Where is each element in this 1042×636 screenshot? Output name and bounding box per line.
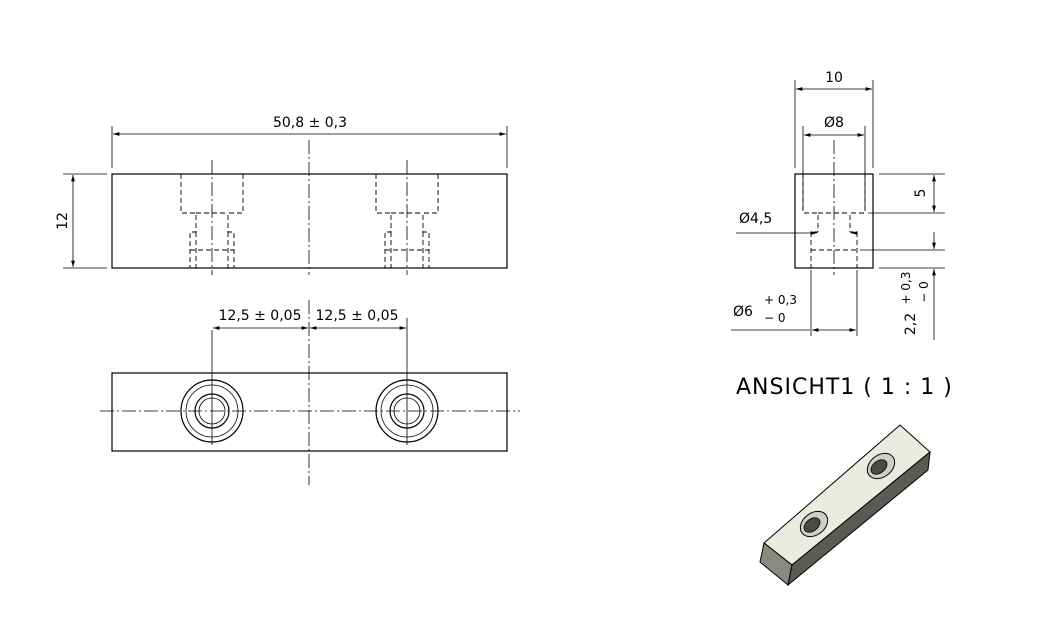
isometric-part-view <box>759 424 931 587</box>
dim-through-diameter-label: Ø4,5 <box>739 211 772 227</box>
dim-bottom-bore-depth: 2,2 + 0,3 − 0 <box>860 232 945 340</box>
counterbore-hole-left <box>180 330 244 445</box>
front-view: 50,8 ± 0,3 12 <box>55 115 508 275</box>
dim-bottom-bore-tol-lower: − 0 <box>764 311 786 325</box>
dim-bottom-depth-tol-upper: + 0,3 <box>899 272 913 305</box>
dim-bottom-depth-tol-lower: − 0 <box>917 281 931 303</box>
dim-hole-spacing: 12,5 ± 0,05 12,5 ± 0,05 <box>213 308 406 330</box>
part-top-face <box>763 424 931 566</box>
top-view-outline <box>111 372 508 452</box>
dim-bottom-bore-tol-upper: + 0,3 <box>764 293 797 307</box>
top-view: 12,5 ± 0,05 12,5 ± 0,05 <box>100 300 520 485</box>
side-view: 10 Ø8 5 Ø4,5 Ø6 + 0,3 <box>731 70 945 340</box>
dim-height-label: 12 <box>55 212 71 230</box>
dim-counterbore-diameter: Ø8 <box>802 115 866 210</box>
front-view-outline <box>111 173 508 269</box>
dim-counterbore-diameter-label: Ø8 <box>824 115 844 131</box>
iso-hole-left <box>799 510 829 538</box>
dim-bottom-bore-diameter: Ø6 + 0,3 − 0 <box>731 270 858 336</box>
counterbore-hole-right <box>375 318 439 445</box>
dim-overall-length-label: 50,8 ± 0,3 <box>273 115 347 131</box>
dim-height: 12 <box>55 173 107 269</box>
dim-side-width-label: 10 <box>825 70 843 86</box>
dim-bottom-bore-diameter-label: Ø6 <box>733 304 753 320</box>
dim-counterbore-depth: 5 <box>868 173 945 214</box>
dim-counterbore-depth-label: 5 <box>913 189 929 198</box>
iso-hole-right <box>866 452 896 480</box>
dim-through-diameter: Ø4,5 <box>736 211 858 235</box>
dim-side-width: 10 <box>794 70 874 168</box>
view-label: ANSICHT1 ( 1 : 1 ) <box>736 375 953 400</box>
dim-bottom-bore-depth-label: 2,2 <box>903 313 919 335</box>
hidden-bore-left <box>180 174 244 268</box>
dim-hole-spacing-right-label: 12,5 ± 0,05 <box>316 308 399 324</box>
hidden-bore-right <box>375 174 439 268</box>
dim-hole-spacing-left-label: 12,5 ± 0,05 <box>219 308 302 324</box>
dim-overall-length: 50,8 ± 0,3 <box>111 115 508 168</box>
part-side-face <box>787 450 931 587</box>
